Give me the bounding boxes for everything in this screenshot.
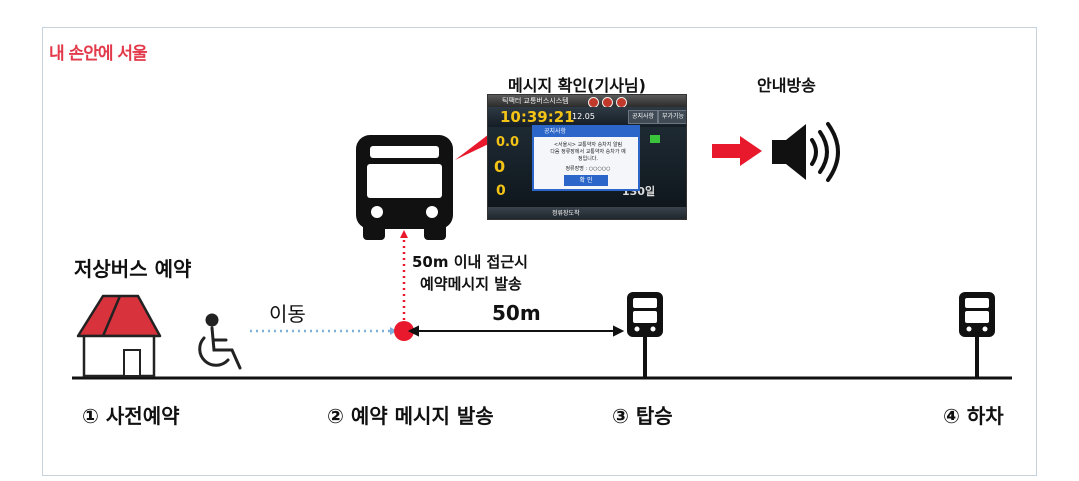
terminal-stop-arrival: 정류장도착 — [552, 210, 580, 217]
message-confirm-label: 메시지 확인(기사님) — [508, 76, 646, 95]
approach-label-line2: 예약메시지 발송 — [420, 275, 522, 293]
terminal-footer: 정류장도착 — [488, 207, 686, 219]
move-arrowhead — [390, 327, 397, 335]
distance-arrow — [407, 325, 625, 337]
notice-dialog: 공지사항 <서울시> 교통약자 승차지 알림 다음 정류장에서 교통약자 승차가… — [532, 125, 640, 191]
terminal-title: 틱팩터 교통버스시스템 — [502, 97, 569, 105]
terminal-value: 0.0 — [496, 135, 520, 150]
announcement-label: 안내방송 — [757, 76, 816, 95]
house-icon — [76, 294, 162, 378]
terminal-title-bar: 틱팩터 교통버스시스템 — [488, 95, 686, 108]
message-point — [394, 321, 414, 341]
step-alighting: ④ 하차 — [943, 404, 1004, 428]
callout-wedge — [455, 128, 497, 160]
dialog-text: <서울시> 교통약자 승차지 알림 — [553, 142, 623, 148]
terminal-date: 12.05 — [572, 112, 595, 121]
driver-terminal-screen: 틱팩터 교통버스시스템 10:39:21 12.05 공지사항 부가기능 0.0… — [487, 94, 687, 220]
distance-label: 50m — [492, 301, 541, 325]
dialog-text: 정입니다. — [578, 156, 598, 162]
low-floor-reserve-label: 저상버스 예약 — [74, 257, 192, 281]
extra-function-button: 부가기능 — [658, 110, 686, 124]
step-pre-reservation: ① 사전예약 — [82, 404, 180, 428]
bus-stop-icon — [627, 292, 663, 377]
dialog-title: 공지사항 — [534, 127, 638, 137]
dialog-ok-button: 확 인 — [564, 175, 608, 186]
red-arrow-icon — [712, 136, 762, 166]
move-label: 이동 — [269, 302, 306, 326]
terminal-value: 0 — [496, 183, 506, 199]
dialog-stop-name: 정류장명 : ○○○○○ — [565, 166, 611, 172]
dialog-text: 다음 정류장에서 교통약자 승차가 예 — [550, 149, 626, 155]
notice-button: 공지사항 — [628, 110, 659, 124]
speaker-icon — [772, 122, 840, 182]
terminal-value: 0 — [494, 157, 506, 176]
terminal-clock: 10:39:21 — [500, 108, 575, 126]
wheelchair-icon — [198, 313, 242, 370]
bus-front-icon — [356, 135, 453, 240]
bus-stop-icon — [959, 292, 995, 377]
approach-arrowhead — [400, 230, 408, 238]
terminal-indicator — [650, 135, 660, 143]
approach-label-line1: 50m 이내 접근시 — [412, 253, 528, 271]
step-boarding: ③ 탑승 — [612, 404, 673, 428]
step-message-sent: ② 예약 메시지 발송 — [327, 404, 494, 428]
logo-text: 내 손안에 서울 — [49, 44, 148, 64]
seoul-logo: 내 손안에 서울 — [49, 39, 148, 64]
